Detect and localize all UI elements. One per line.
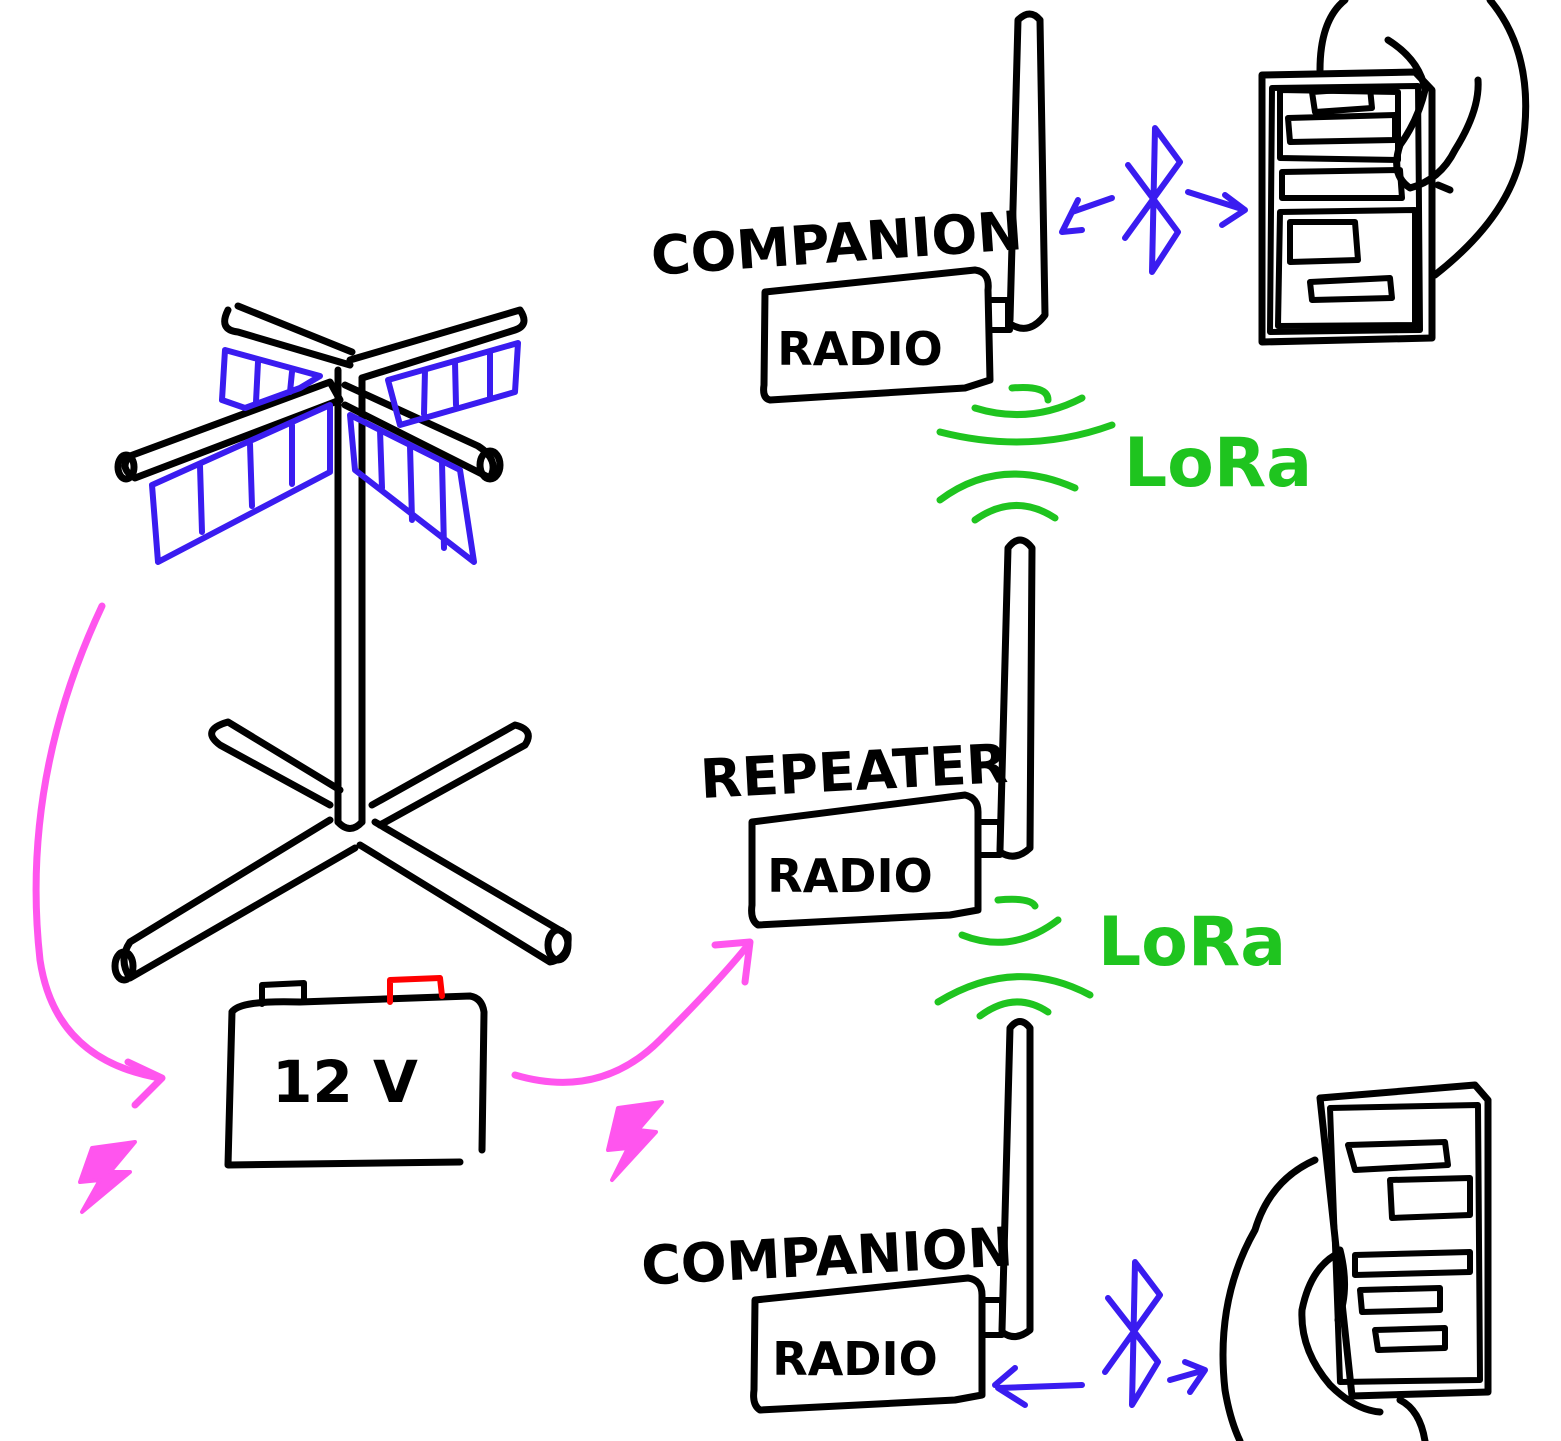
phone-icon (1316, 1081, 1492, 1400)
hand-icon (1219, 1156, 1429, 1441)
solar-stand-icon (111, 302, 572, 984)
companion-bottom-label: COMPANION (640, 1215, 1015, 1297)
power-bolt-icon (78, 1100, 664, 1214)
lora-wave-icon (934, 895, 1094, 1020)
power-flow-arrows (32, 602, 754, 1109)
antenna-icon (1006, 10, 1049, 332)
battery-label: 12 V (272, 1048, 418, 1116)
radio-top-label: RADIO (777, 322, 942, 376)
radio-middle-label: RADIO (767, 849, 932, 903)
radio-bottom-label: RADIO (772, 1332, 937, 1386)
bluetooth-icon (992, 1259, 1208, 1408)
hand-icon (1316, 0, 1530, 279)
antenna-icon (996, 536, 1036, 860)
lora-bottom-label: LoRa (1098, 903, 1286, 982)
lora-wave-icon (936, 384, 1116, 524)
repeater-radio (748, 536, 1036, 929)
repeater-label: REPEATER (699, 732, 1010, 811)
companion-radio-top (760, 10, 1049, 404)
companion-radio-bottom (750, 1018, 1034, 1414)
antenna-icon (998, 1018, 1034, 1340)
companion-top-label: COMPANION (649, 199, 1025, 288)
bluetooth-icon (1059, 125, 1248, 275)
phone-icon (1258, 68, 1436, 346)
lora-top-label: LoRa (1124, 424, 1312, 503)
solar-panel-icon (149, 340, 521, 565)
battery-icon (224, 975, 488, 1169)
